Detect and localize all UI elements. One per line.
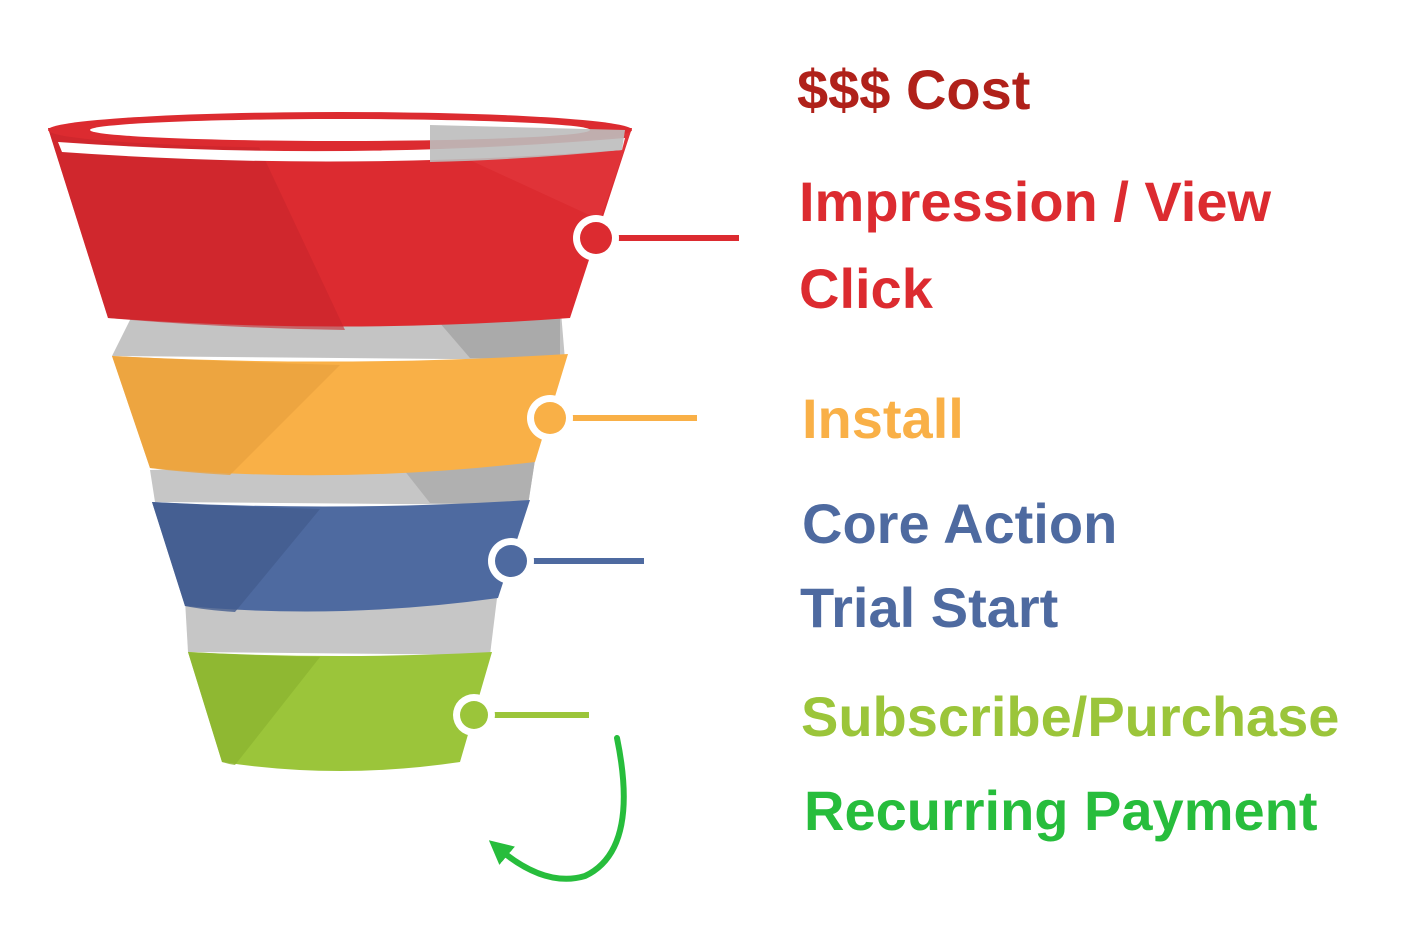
recurring-payment-label: Recurring Payment [804, 779, 1318, 842]
connector-orange [527, 395, 697, 441]
core-action-label: Core Action [802, 492, 1118, 555]
connector-green [453, 694, 589, 736]
funnel-stage-blue [152, 500, 530, 612]
funnel-stage-red [48, 112, 632, 330]
connector-red [573, 215, 739, 261]
trial-start-label: Trial Start [800, 576, 1059, 639]
connector-blue [488, 538, 644, 584]
click-label: Click [799, 257, 933, 320]
funnel-stage-green [188, 652, 492, 771]
subscribe-purchase-label: Subscribe/Purchase [801, 685, 1340, 748]
recurring-arrow-icon [488, 735, 627, 882]
cost-label: $$$ Cost [797, 58, 1031, 121]
funnel-stage-orange [112, 354, 568, 476]
install-label: Install [802, 387, 964, 450]
impression-view-label: Impression / View [799, 170, 1272, 233]
